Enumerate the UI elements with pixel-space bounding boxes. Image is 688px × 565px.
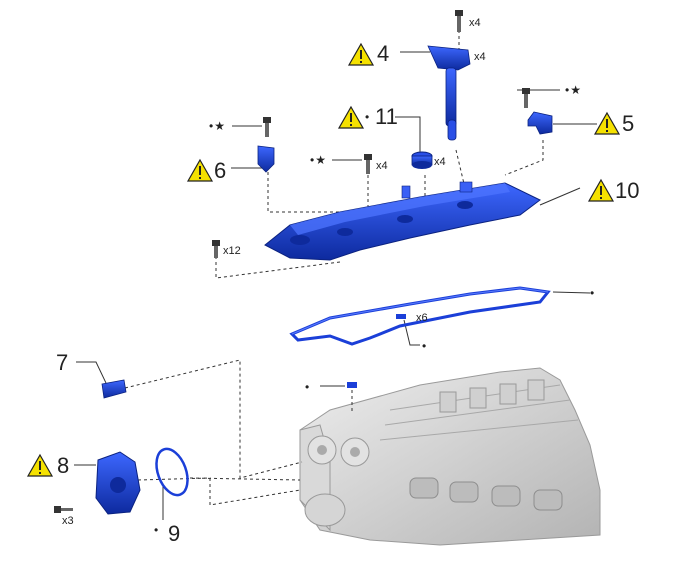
- ignition-coil: [427, 45, 471, 141]
- callout-6: 6: [214, 158, 227, 183]
- pump-gasket-oring: [155, 447, 189, 497]
- callout-9: 9: [168, 521, 181, 546]
- callout-5: 5: [622, 111, 635, 136]
- qty-seal: x4: [434, 156, 446, 168]
- warning-icon: [186, 158, 214, 182]
- pump-bolt: [54, 506, 73, 513]
- oil-control-valve: [101, 379, 127, 399]
- sensor-bolt-left: [263, 117, 271, 137]
- callout-8: 8: [57, 453, 70, 478]
- qty-coil: x4: [474, 51, 486, 63]
- stud-bolt: [347, 382, 357, 388]
- qty-gasket-plugs: x6: [416, 312, 428, 324]
- marker-dot: •: [365, 110, 371, 124]
- callout-7: 7: [56, 350, 69, 375]
- callout-4: 4: [377, 41, 390, 66]
- warning-icon: [337, 105, 365, 129]
- cover-bolt-x4: [364, 154, 372, 174]
- cylinder-head-cover: [264, 181, 541, 261]
- water-pump: [95, 451, 141, 515]
- camshaft-sensor-left: [257, 145, 275, 173]
- marker-dot-star: •★: [310, 153, 327, 167]
- marker-dot-star: •★: [209, 119, 226, 133]
- qty-pump-bolts: x3: [62, 515, 74, 527]
- cover-bolt-x12: [212, 240, 220, 258]
- engine-cylinder-head: [299, 367, 601, 546]
- camshaft-sensor-right: [527, 111, 553, 135]
- coil-bolt: [455, 10, 463, 32]
- marker-dot: •: [154, 523, 160, 537]
- marker-dot: •: [305, 380, 311, 394]
- marker-dot: •: [590, 286, 596, 300]
- warning-icon: [347, 42, 375, 66]
- qty-cover-bolts: x12: [223, 245, 241, 257]
- callout-10: 10: [615, 178, 640, 203]
- qty-coil-bolt: x4: [469, 17, 481, 29]
- sensor-bolt-right: [522, 88, 530, 108]
- gasket-plug: [396, 314, 406, 319]
- warning-icon: [587, 178, 615, 202]
- warning-icon: [26, 453, 54, 477]
- marker-dot-star: •★: [565, 83, 582, 97]
- leader-lines: [74, 51, 597, 520]
- assembly-guide-lines: [124, 30, 544, 506]
- head-cover-gasket: [289, 286, 551, 346]
- warning-icon: [593, 111, 621, 135]
- qty-cover-bolt: x4: [376, 160, 388, 172]
- marker-dot: •: [422, 339, 428, 353]
- plug-tube-seal: [411, 151, 433, 169]
- callout-11: 11: [375, 104, 398, 129]
